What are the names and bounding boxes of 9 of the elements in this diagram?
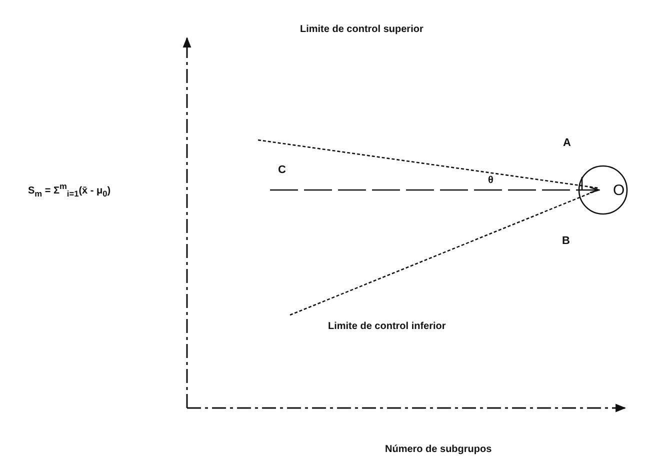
formula: S$_{m}$ = Σ$^{m}$$_{i=1}$(x̄ - μ$_{0}$): [28, 182, 111, 198]
point-label: B: [562, 236, 570, 247]
point-label: O: [613, 183, 625, 198]
point-label: A: [563, 138, 571, 149]
axis-label: Número de subgrupos: [385, 445, 492, 455]
angle-label: θ: [488, 176, 494, 186]
axis-label: Limite de control inferior: [328, 322, 446, 332]
point-label: C: [278, 165, 286, 176]
axis-label: Limite de control superior: [300, 25, 424, 35]
